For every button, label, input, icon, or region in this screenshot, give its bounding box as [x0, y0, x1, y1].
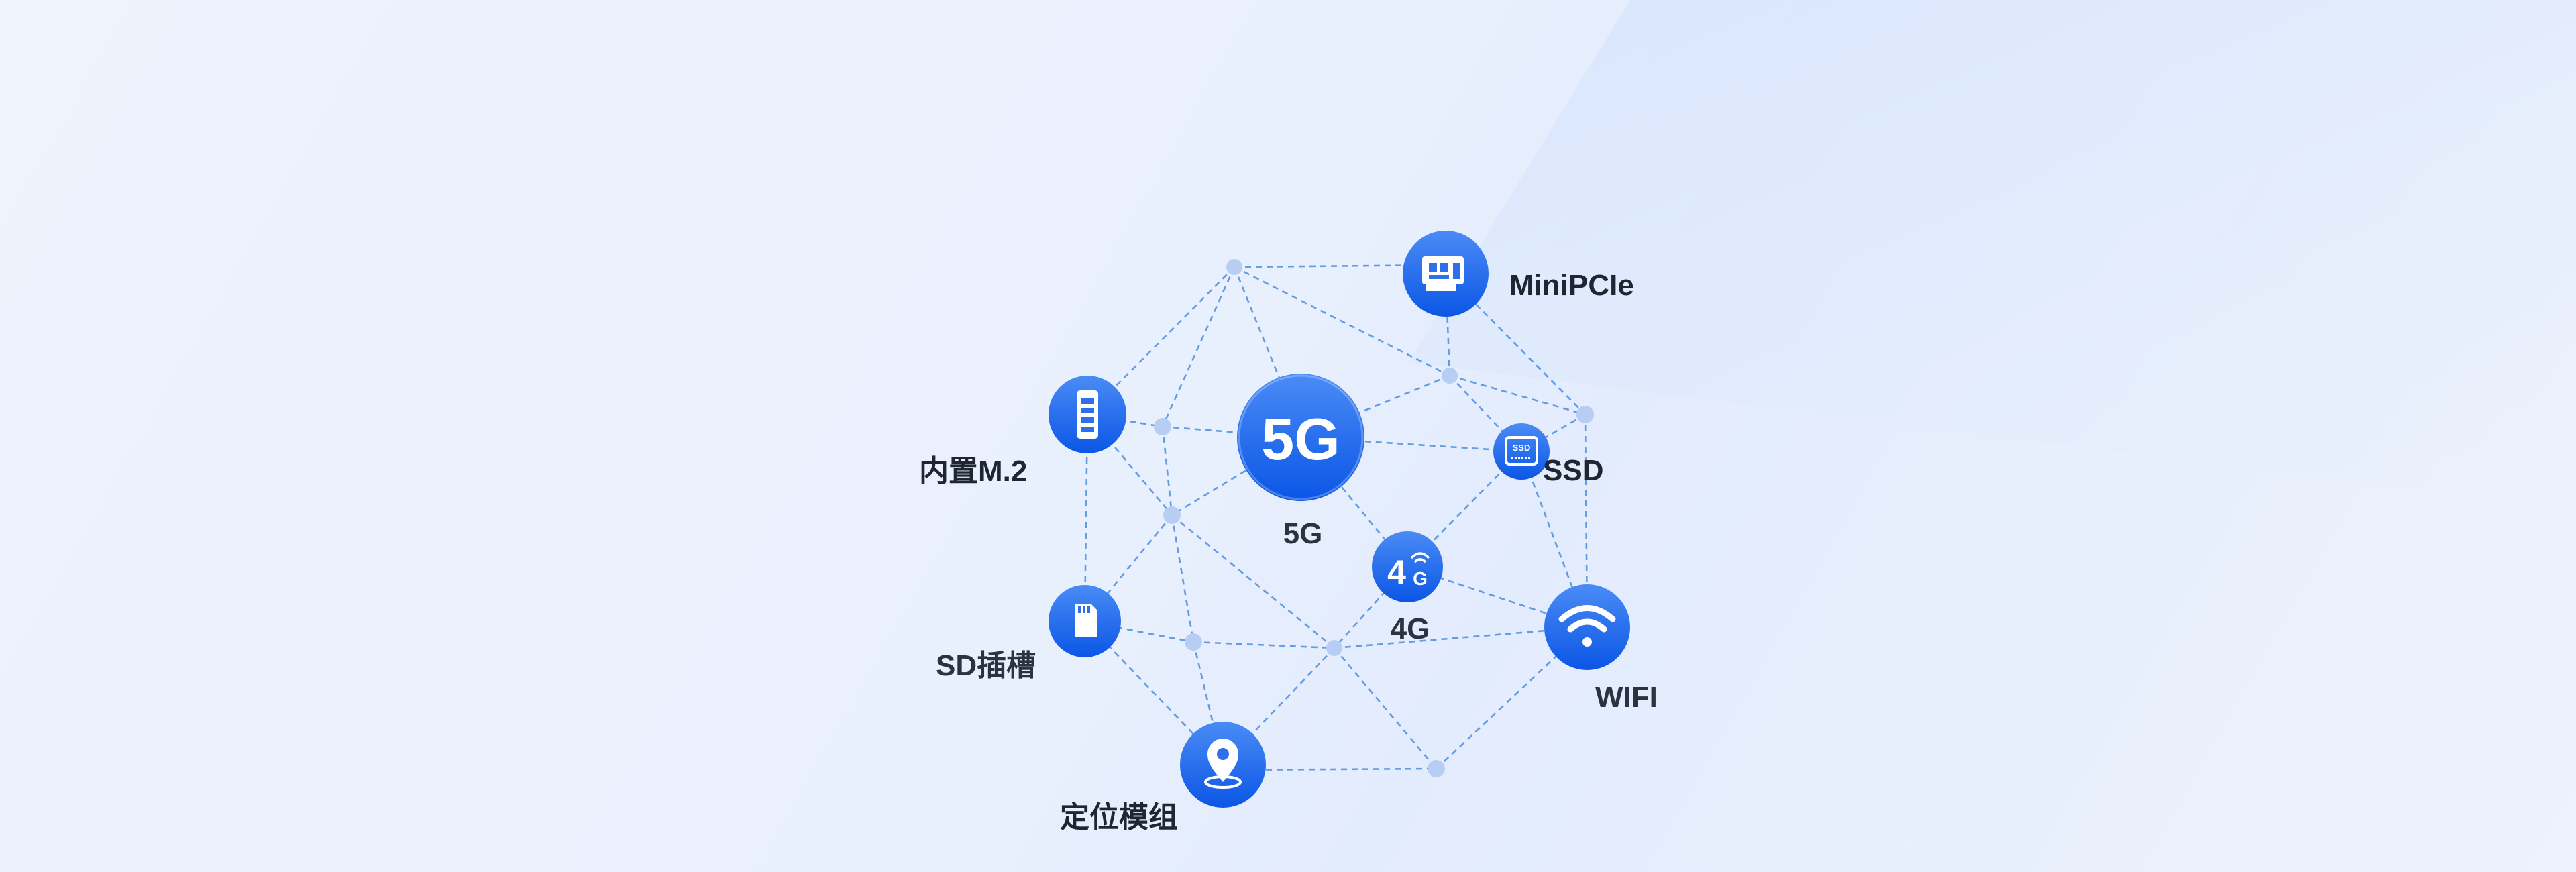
junction-dot	[1576, 406, 1594, 423]
location-pin-icon	[1204, 739, 1242, 789]
node-minipcie[interactable]	[1403, 231, 1489, 317]
label-minipcie: MiniPCIe	[1509, 269, 1634, 302]
label-sd: SD插槽	[936, 649, 1036, 682]
node-ssd[interactable]: SSD	[1493, 423, 1550, 480]
junction-dot	[1185, 633, 1202, 651]
node-m2[interactable]	[1049, 376, 1126, 453]
label-gps: 定位模组	[1060, 801, 1178, 834]
junction-dot	[1154, 418, 1171, 435]
junction-dot	[1442, 368, 1458, 384]
svg-text:4: 4	[1387, 553, 1406, 591]
connection-edges	[1083, 264, 1589, 771]
junction-dots	[1154, 259, 1594, 777]
junction-dot	[1163, 506, 1181, 524]
5g-icon: 5G	[1261, 406, 1340, 472]
m2-module-icon	[1077, 390, 1098, 439]
wifi-icon	[1558, 605, 1616, 647]
junction-dot	[1326, 640, 1342, 656]
label-wifi: WIFI	[1595, 681, 1658, 714]
svg-text:G: G	[1413, 568, 1428, 589]
ssd-icon: SSD	[1505, 436, 1538, 466]
4g-icon: 4 G	[1387, 552, 1430, 591]
junction-dot	[1226, 259, 1242, 275]
label-5g: 5G	[1283, 517, 1323, 550]
sd-card-icon	[1075, 604, 1097, 637]
node-4g[interactable]: 4 G	[1372, 531, 1443, 602]
node-gps[interactable]	[1180, 722, 1266, 808]
pcie-card-icon	[1422, 256, 1464, 291]
junction-dot	[1428, 760, 1445, 777]
label-ssd: SSD	[1543, 454, 1603, 487]
label-m2: 内置M.2	[919, 455, 1027, 488]
label-4g: 4G	[1391, 612, 1430, 645]
svg-text:SSD: SSD	[1513, 443, 1531, 453]
node-wifi[interactable]	[1544, 584, 1630, 670]
node-sd[interactable]	[1049, 585, 1121, 657]
node-5g-center[interactable]: 5G	[1237, 374, 1364, 501]
